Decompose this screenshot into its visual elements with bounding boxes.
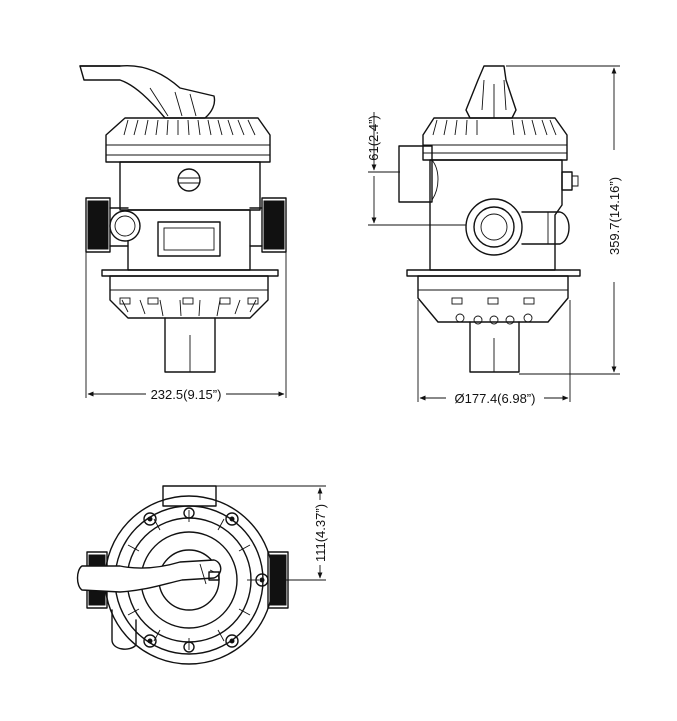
port-height-label: 61(2.4”) bbox=[366, 115, 381, 161]
front-view bbox=[79, 64, 287, 373]
top-offset-label: 111(4.37”) bbox=[313, 504, 328, 562]
port-height-dimension: 61(2.4”) bbox=[366, 112, 466, 226]
overall-width-dimension: 232.5(9.15”) bbox=[85, 252, 287, 402]
side-view bbox=[398, 65, 581, 373]
base-diameter-dimension: Ø177.4(6.98”) bbox=[417, 300, 571, 406]
top-offset-dimension: 111(4.37”) bbox=[216, 485, 328, 581]
base-diameter-label: Ø177.4(6.98”) bbox=[455, 391, 536, 406]
overall-height-dimension: 359.7(14.16”) bbox=[506, 65, 622, 375]
top-view bbox=[76, 485, 289, 665]
overall-width-label: 232.5(9.15”) bbox=[151, 387, 222, 402]
overall-height-label: 359.7(14.16”) bbox=[607, 177, 622, 255]
